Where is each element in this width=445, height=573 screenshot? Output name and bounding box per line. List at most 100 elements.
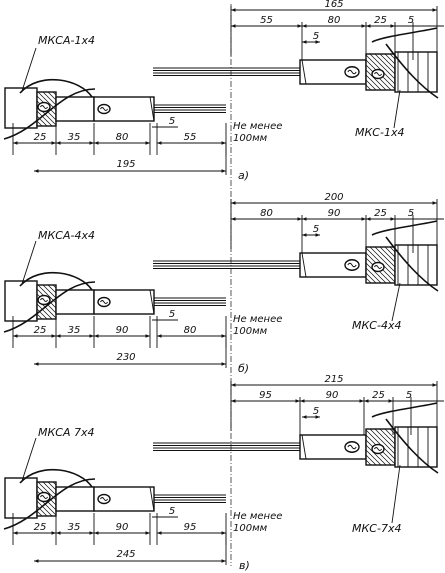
hatching — [384, 246, 396, 258]
left-cable-label: МКСА-4х4 — [38, 229, 95, 242]
hatching — [365, 74, 382, 91]
right-cable-label: МКС-1х4 — [355, 126, 404, 139]
right-cable-label: МКС-4х4 — [352, 319, 401, 332]
hatching — [36, 510, 43, 517]
left-dim-label: 95 — [184, 522, 197, 533]
hatching — [365, 444, 387, 466]
left-dim-label: 55 — [184, 132, 197, 143]
right-total-label: 215 — [324, 374, 343, 385]
hatching — [365, 267, 382, 284]
leader-line — [391, 282, 401, 322]
right-armor — [394, 426, 438, 468]
right-dim-label: 90 — [328, 208, 341, 219]
hatching — [47, 91, 57, 101]
right-dim-label: 25 — [372, 390, 385, 401]
hatching — [36, 115, 48, 127]
left-dim-label: 25 — [34, 325, 47, 336]
sleeve-chamfer — [301, 252, 307, 278]
hatching — [379, 246, 396, 263]
left-gap-label: 5 — [169, 309, 175, 320]
hatching — [365, 79, 377, 91]
hatching — [389, 246, 396, 253]
right-inner-label: 5 — [313, 406, 319, 417]
hatching — [365, 454, 377, 466]
right-ground-wire — [385, 236, 439, 292]
figure-caption: а) — [238, 169, 249, 182]
hatching — [369, 53, 396, 80]
hatching — [374, 53, 396, 75]
hatching — [36, 500, 53, 517]
hatching — [36, 303, 53, 320]
right-bond-wire — [371, 27, 438, 43]
right-inner-label: 5 — [313, 31, 319, 42]
left-cable-end — [4, 280, 38, 322]
leader-line — [391, 464, 401, 524]
hatching — [42, 284, 57, 299]
left-ground-wire — [3, 281, 96, 333]
hatching — [369, 428, 396, 455]
left-gland-joint-mark — [40, 298, 48, 302]
hatching — [365, 459, 372, 466]
hatching — [36, 308, 48, 320]
left-cable-end — [4, 87, 38, 129]
right-armor — [394, 244, 438, 286]
left-solder-joint-mark — [100, 107, 108, 111]
hatching — [36, 120, 43, 127]
left-dim-label: 35 — [68, 132, 81, 143]
hatching — [374, 246, 396, 268]
left-total-label: 230 — [116, 352, 135, 363]
right-dim-label: 95 — [259, 390, 272, 401]
leader-line — [21, 437, 37, 482]
hatching — [374, 428, 396, 450]
left-dim-label: 90 — [116, 522, 129, 533]
right-armor — [394, 51, 438, 93]
right-gland-joint-mark — [374, 447, 382, 451]
left-cable-end — [4, 477, 38, 519]
right-dim-label: 80 — [328, 15, 341, 26]
hatching — [365, 69, 387, 91]
sleeve-chamfer — [301, 434, 307, 460]
hatching — [42, 91, 57, 106]
right-total-label: 165 — [324, 0, 343, 10]
sleeve-chamfer — [149, 289, 155, 315]
leader-line — [393, 89, 401, 129]
left-dim-label: 80 — [184, 325, 197, 336]
left-total-label: 195 — [116, 159, 135, 170]
hatching — [389, 428, 396, 435]
hatching — [47, 284, 57, 294]
leader-line — [21, 47, 37, 92]
hatching — [47, 481, 57, 491]
hatching — [384, 428, 396, 440]
left-cable-label: МКСА 7х4 — [38, 426, 95, 439]
right-inner-label: 5 — [313, 224, 319, 235]
right-dim-label: 80 — [260, 208, 273, 219]
min-length-note: Не менее — [233, 314, 282, 325]
min-length-note-value: 100мм — [233, 523, 268, 534]
right-gland-joint-mark — [374, 72, 382, 76]
hatching — [52, 284, 57, 289]
hatching — [52, 91, 57, 96]
figure-caption: в) — [239, 559, 250, 572]
right-dim-label: 5 — [408, 15, 414, 26]
right-bond-wire — [371, 220, 438, 236]
left-total-label: 245 — [116, 549, 135, 560]
hatching — [365, 272, 377, 284]
left-bond-wire — [19, 271, 93, 291]
right-solder-joint-mark — [347, 69, 357, 75]
min-length-note: Не менее — [233, 121, 282, 132]
min-length-note-value: 100мм — [233, 326, 268, 337]
left-gap-label: 5 — [169, 506, 175, 517]
right-dim-label: 25 — [374, 208, 387, 219]
right-dim-label: 25 — [374, 15, 387, 26]
left-bond-wire — [19, 78, 93, 98]
hatching — [36, 505, 48, 517]
right-dim-label: 5 — [408, 208, 414, 219]
right-cable-label: МКС-7х4 — [352, 522, 401, 535]
figure-caption: б) — [238, 362, 249, 375]
hatching — [365, 262, 387, 284]
hatching — [365, 449, 382, 466]
